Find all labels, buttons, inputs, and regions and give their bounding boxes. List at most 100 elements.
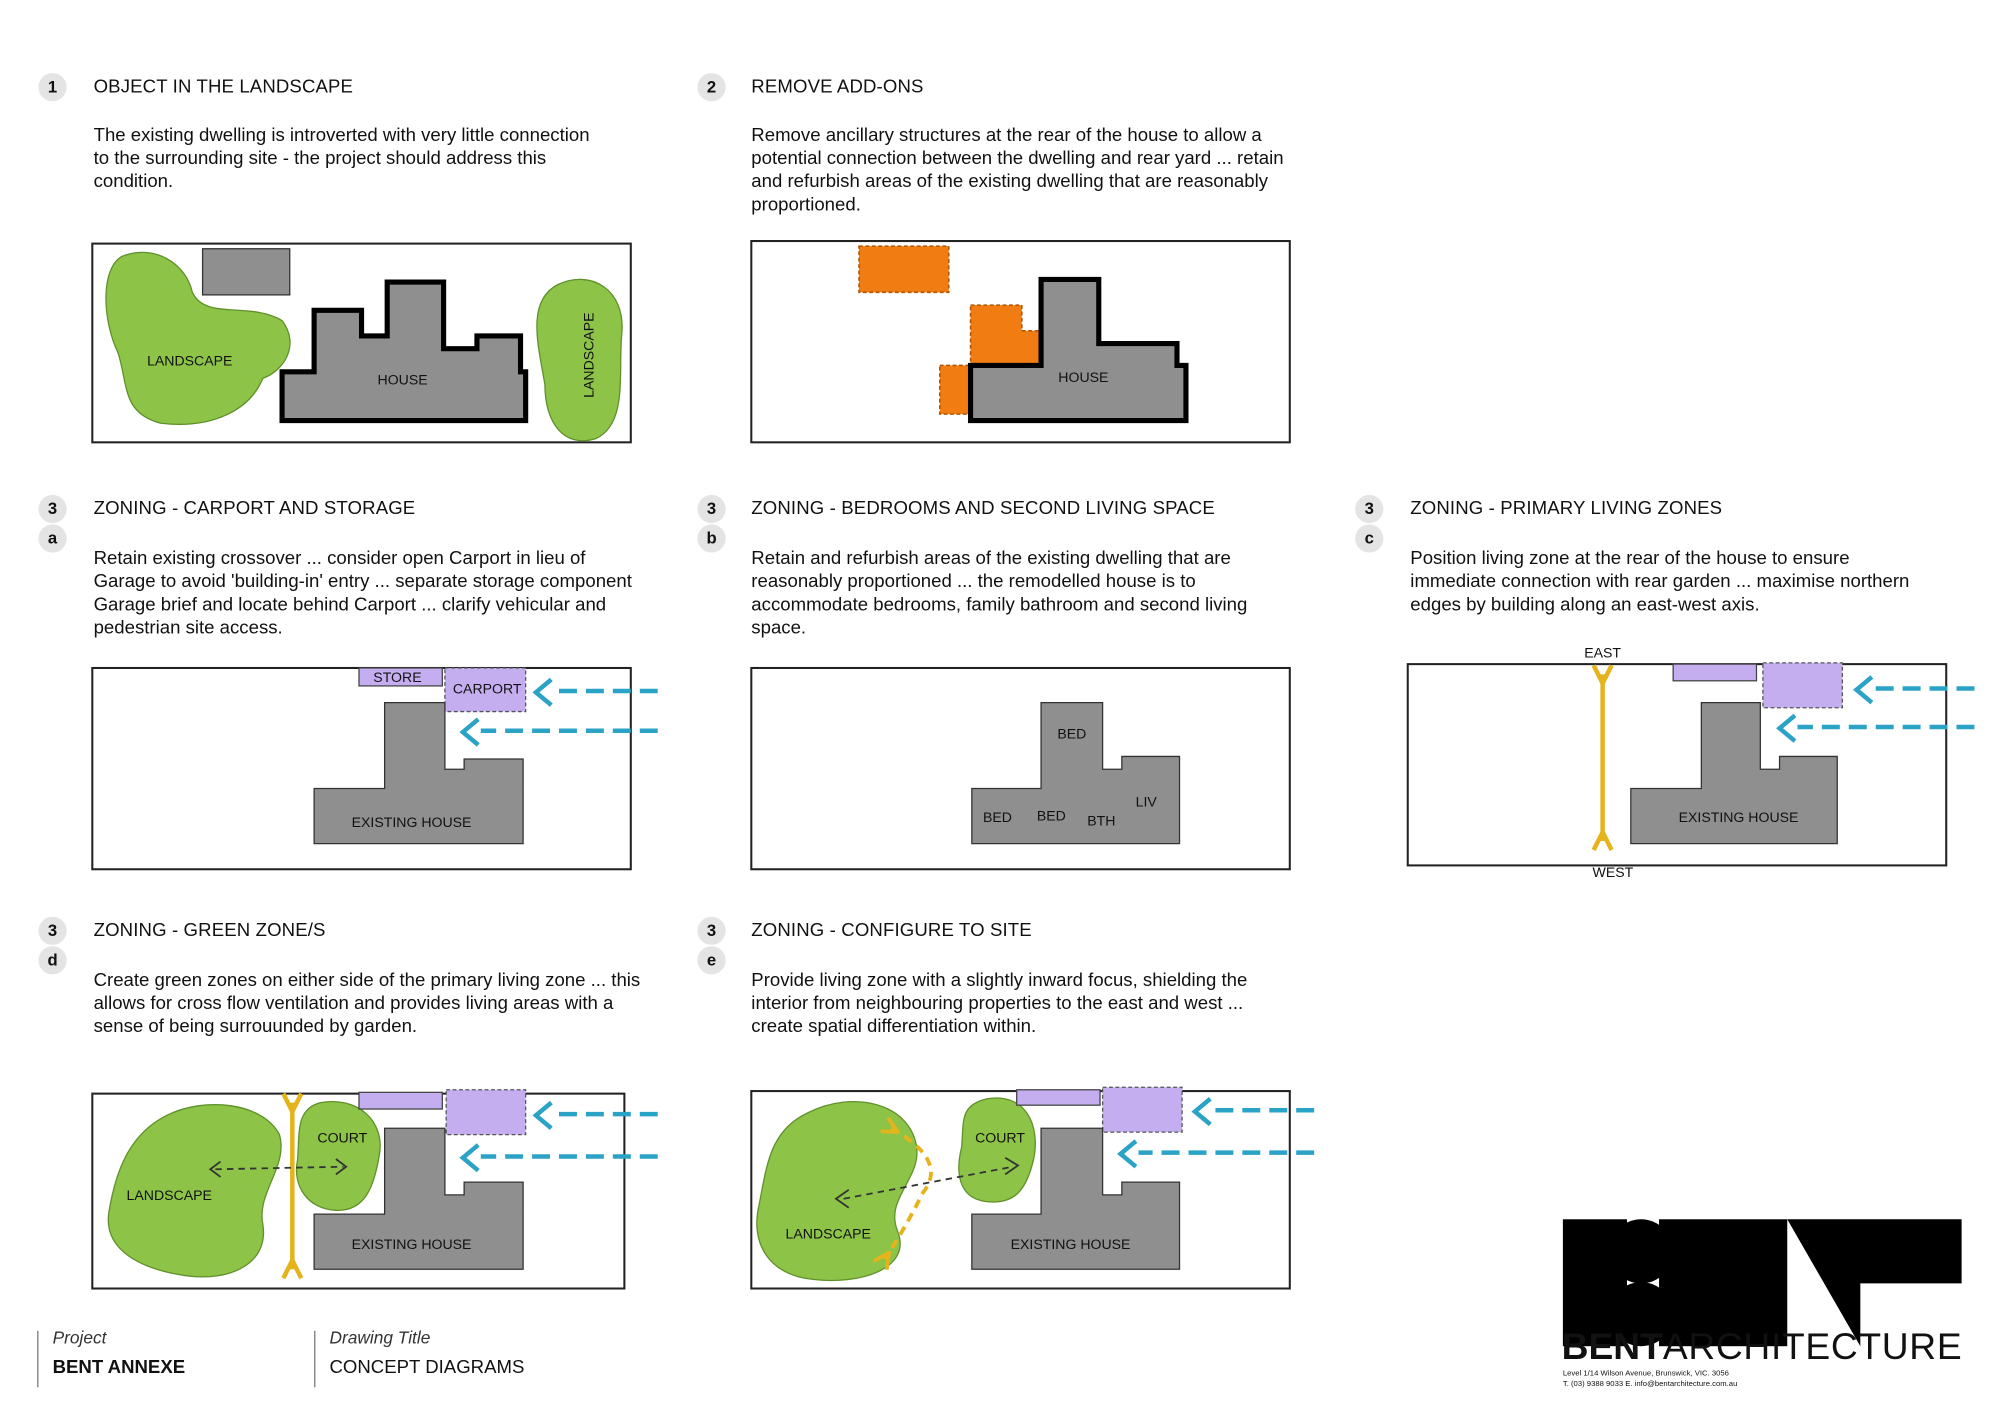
project-value: BENT ANNEXE (52, 1357, 186, 1379)
label-landscape: LANDSCAPE (127, 1187, 212, 1203)
carport-zone (444, 667, 527, 713)
arrow-head (1776, 713, 1797, 743)
section-sub-badge: d (38, 946, 67, 975)
carport-zone (1762, 662, 1844, 709)
section-description: The existing dwelling is introverted wit… (93, 125, 590, 193)
store-zone (1016, 1089, 1101, 1106)
diagram-remove-add-ons: HOUSE (750, 240, 1291, 444)
footer-divider (37, 1330, 39, 1388)
removed-structure (969, 304, 1042, 367)
store-zone (1672, 663, 1758, 682)
court-blob (295, 1100, 381, 1211)
diagram-green-zones: LANDSCAPE COURT EXISTING HOUSE (91, 1089, 658, 1290)
section-number-badge: 2 (697, 73, 726, 102)
section-sub-badge: c (1355, 524, 1384, 553)
section-description: Remove ancillary structures at the rear … (751, 125, 1284, 216)
label-store: STORE (373, 669, 421, 685)
section-title: ZONING - PRIMARY LIVING ZONES (1410, 498, 1723, 520)
existing-house (971, 701, 1181, 845)
diagram-bedrooms: BED BED BED BTH LIV (750, 666, 1291, 871)
court-blob (958, 1097, 1036, 1203)
section-description: Retain and refurbish areas of the existi… (751, 548, 1248, 639)
existing-house (1630, 701, 1838, 845)
section-number-badge: 3 (697, 494, 726, 524)
project-label: Project (52, 1328, 107, 1348)
site-boundary (91, 242, 632, 444)
label-existing-house: EXISTING HOUSE (352, 1236, 472, 1252)
section-description: Position living zone at the rear of the … (1410, 548, 1910, 616)
section-title: REMOVE ADD-ONS (751, 76, 924, 98)
diagram-configure-to-site: LANDSCAPE COURT EXISTING HOUSE (750, 1086, 1315, 1290)
section-number-badge: 3 (1355, 494, 1384, 524)
section-title: ZONING - CARPORT AND STORAGE (93, 498, 416, 520)
arrow-head (208, 1158, 348, 1178)
diagram-primary-living: EAST WEST EXISTING HOUSE (1406, 645, 1975, 880)
label-landscape: LANDSCAPE (786, 1226, 871, 1242)
logo-brand-light: ARCHITECTURE (1663, 1325, 1962, 1367)
arrow-head (459, 1143, 480, 1173)
footer-divider (314, 1330, 316, 1388)
drawing-title-value: CONCEPT DIAGRAMS (329, 1357, 525, 1379)
arrow-head (532, 1100, 553, 1130)
removed-structure (858, 245, 950, 294)
section-number-badge: 1 (38, 73, 67, 102)
label-east: EAST (1584, 645, 1621, 661)
label-court: COURT (975, 1129, 1025, 1145)
label-carport: CARPORT (453, 681, 522, 697)
curved-axis-arrow (885, 1128, 933, 1259)
arrow-head (834, 1156, 1020, 1209)
section-number-badge: 3 (38, 494, 67, 524)
store-zone (358, 667, 443, 687)
arrow-head (1191, 1097, 1212, 1127)
landscape-blob (107, 1104, 282, 1278)
section-description: Retain existing crossover ... consider o… (93, 548, 632, 639)
label-existing-house: EXISTING HOUSE (1011, 1236, 1131, 1252)
diagram-carport-storage: STORE CARPORT EXISTING HOUSE (91, 666, 658, 871)
arrow-head (532, 677, 553, 707)
section-description: Provide living zone with a slightly inwa… (751, 970, 1248, 1038)
label-house: HOUSE (1058, 369, 1108, 385)
label-bed: BED (1037, 808, 1066, 824)
section-title: OBJECT IN THE LANDSCAPE (93, 76, 354, 98)
removed-structure (939, 364, 972, 415)
section-sub-badge: b (697, 524, 726, 553)
section-number-badge: 3 (38, 916, 67, 945)
carport-zone (445, 1089, 527, 1136)
landscape-blob-right (536, 278, 623, 442)
label-landscape: LANDSCAPE (581, 312, 597, 397)
house-footprint (967, 276, 1189, 424)
label-living: LIV (1136, 793, 1158, 809)
landscape-blob (105, 251, 291, 425)
label-bed: BED (983, 809, 1012, 825)
arrow-head (1117, 1139, 1138, 1169)
label-bed: BED (1057, 725, 1086, 741)
section-title: ZONING - GREEN ZONE/S (93, 920, 326, 942)
ventilation-arrow (843, 1165, 1014, 1200)
label-bathroom: BTH (1087, 813, 1115, 829)
logo-contact: T. (03) 9388 9033 E. info@bentarchitectu… (1563, 1379, 1737, 1388)
bent-logo-mark (1562, 1219, 1962, 1347)
label-house: HOUSE (378, 372, 428, 388)
section-title: ZONING - CONFIGURE TO SITE (751, 920, 1032, 942)
existing-house (313, 1127, 524, 1270)
section-description: Create green zones on either side of the… (93, 970, 641, 1038)
arrow-head (1852, 675, 1874, 705)
site-boundary (750, 240, 1291, 444)
existing-house (971, 1127, 1181, 1270)
label-court: COURT (317, 1129, 367, 1145)
existing-house (313, 701, 524, 845)
section-title: ZONING - BEDROOMS AND SECOND LIVING SPAC… (751, 498, 1215, 520)
ventilation-arrow (215, 1165, 344, 1171)
carport-zone (1101, 1086, 1183, 1133)
house-footprint (279, 279, 529, 424)
logo-address: Level 1/14 Wilson Avenue, Brunswick, VIC… (1563, 1369, 1729, 1378)
section-sub-badge: a (38, 524, 67, 553)
section-number-badge: 3 (697, 916, 726, 945)
section-sub-badge: e (697, 946, 726, 975)
label-existing-house: EXISTING HOUSE (1679, 809, 1799, 825)
label-landscape: LANDSCAPE (147, 352, 232, 368)
diagram-object-in-landscape: LANDSCAPE HOUSE LANDSCAPE (91, 242, 632, 444)
ancillary-structure (201, 248, 291, 296)
